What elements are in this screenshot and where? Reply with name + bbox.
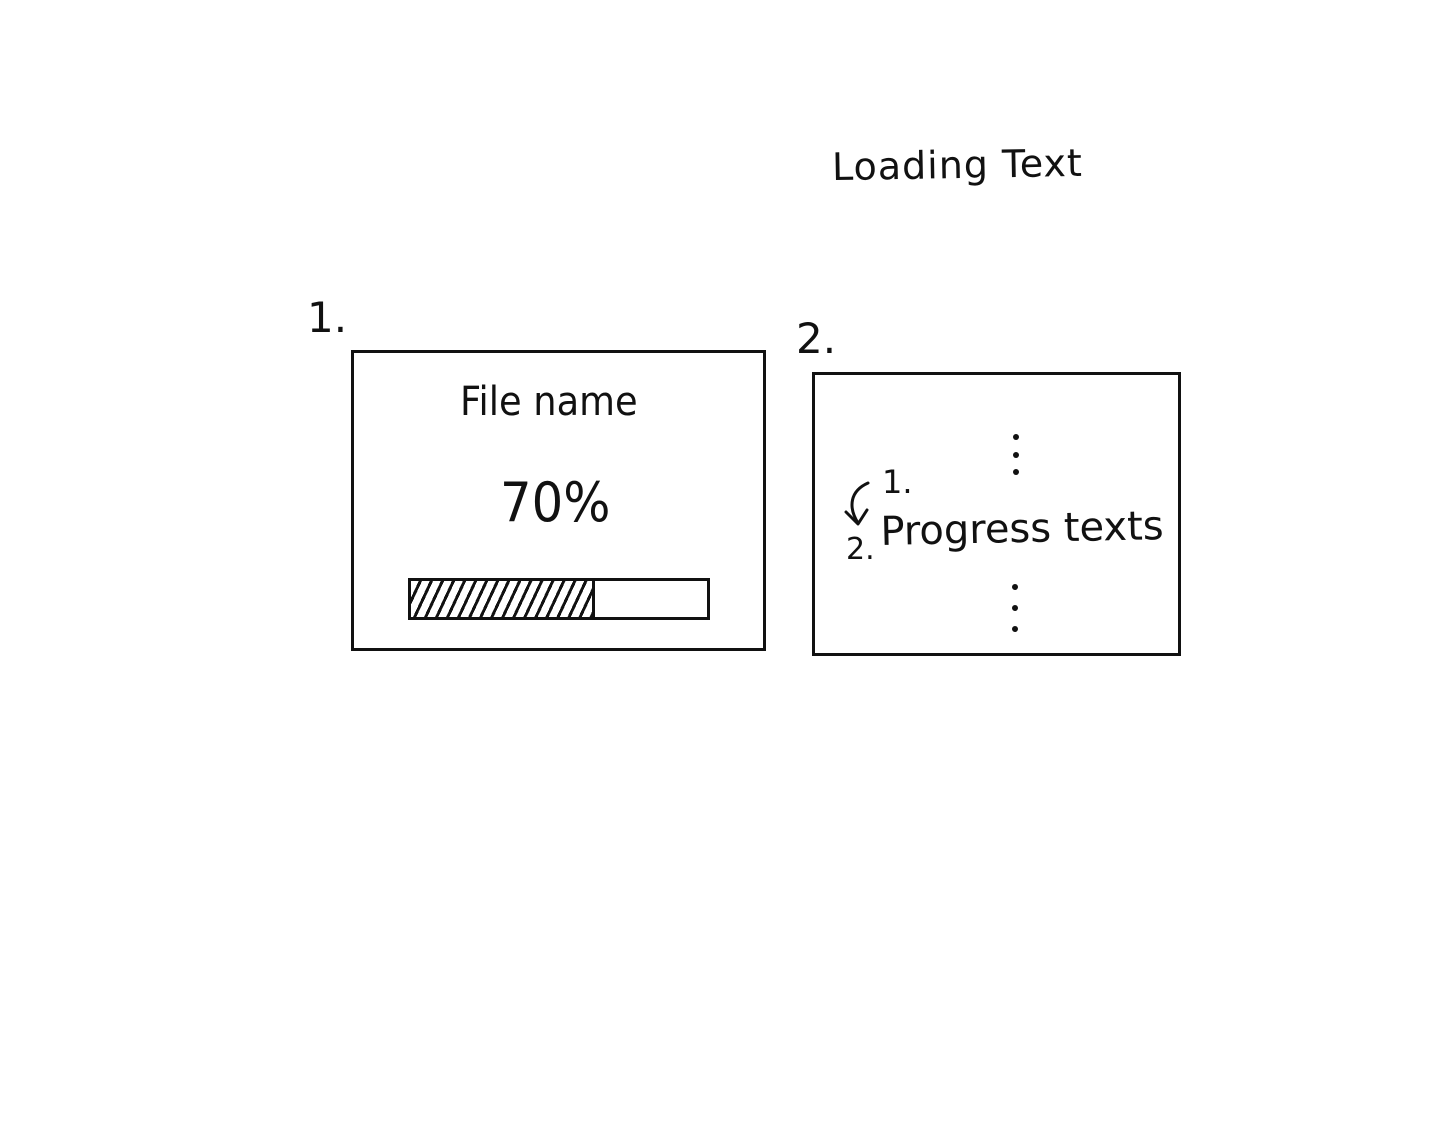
step-number-2: 2.	[846, 532, 875, 567]
option-1-label: 1.	[307, 293, 348, 342]
progress-percent: 70%	[500, 471, 611, 534]
page-title: Loading Text	[831, 140, 1084, 190]
file-progress-frame	[351, 350, 766, 651]
step-number-1: 1.	[882, 463, 913, 501]
progress-bar-fill	[411, 581, 595, 617]
file-name-label: File name	[460, 379, 638, 425]
progress-text-frame	[812, 372, 1181, 656]
progress-text-label: Progress texts	[879, 503, 1165, 555]
progress-bar	[408, 578, 710, 620]
option-2-label: 2.	[796, 314, 837, 363]
